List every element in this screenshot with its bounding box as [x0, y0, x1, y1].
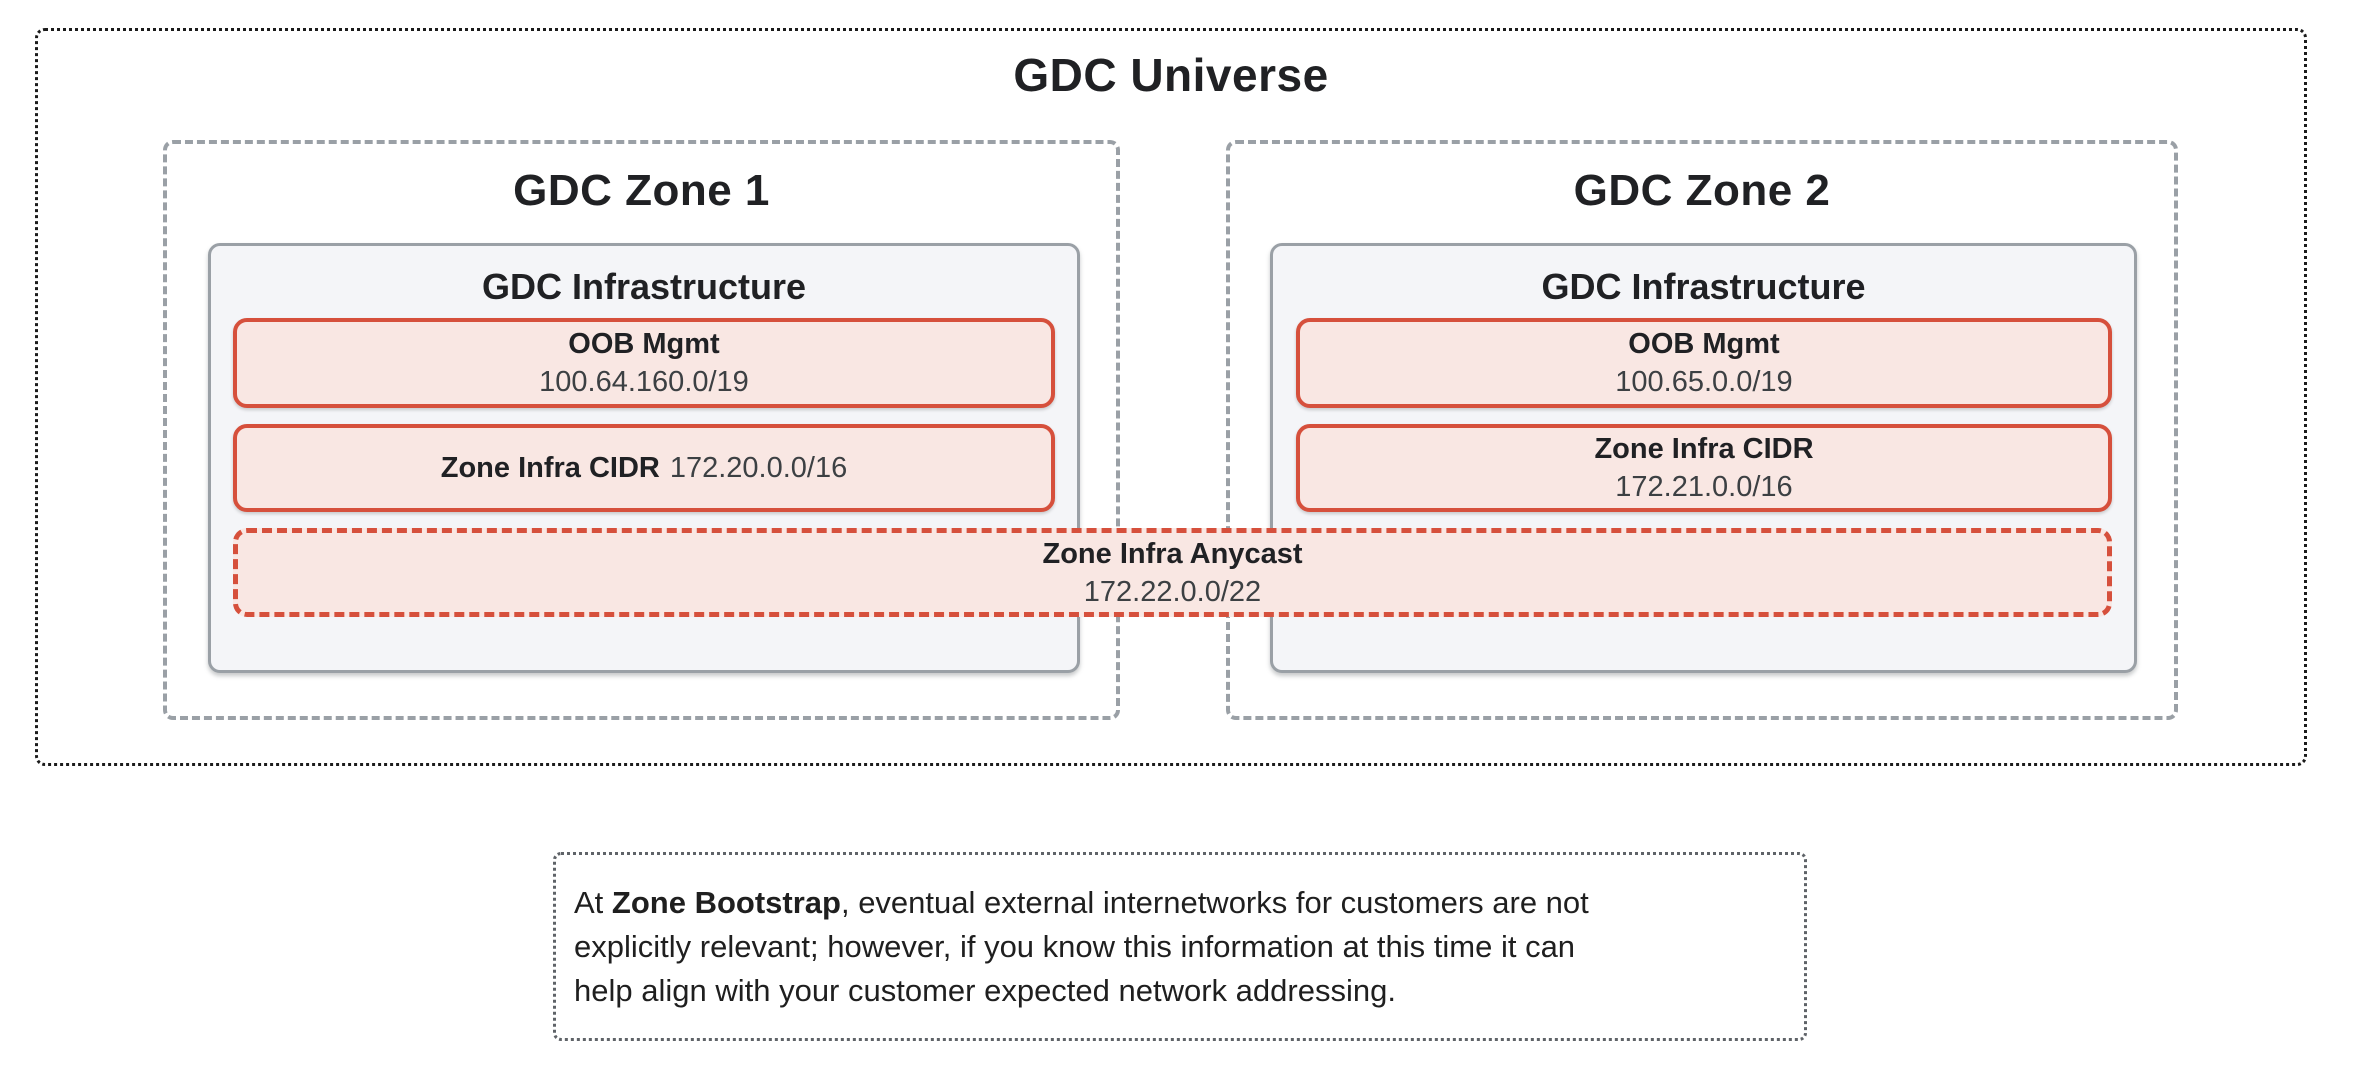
zone-1-oob-mgmt-box: OOB Mgmt 100.64.160.0/19	[233, 318, 1055, 408]
note-line-2: explicitly relevant; however, if you kno…	[574, 929, 1576, 964]
note-bold-zone-bootstrap: Zone Bootstrap	[611, 885, 841, 920]
zone-2-infra-cidr-label: Zone Infra CIDR	[1594, 433, 1814, 465]
zone-1-infrastructure-title: GDC Infrastructure	[481, 266, 807, 307]
zone-2-oob-mgmt-cidr: 100.65.0.0/19	[1615, 366, 1793, 398]
zone-1-infra-cidr-value: 172.20.0.0/16	[669, 452, 848, 484]
gdc-universe-title: GDC Universe	[1013, 49, 1329, 101]
zone-2-infra-cidr-value: 172.21.0.0/16	[1615, 471, 1793, 503]
zone-1-oob-mgmt-label: OOB Mgmt	[568, 328, 720, 360]
note-line-1-rest: , eventual external internetworks for cu…	[840, 885, 1589, 920]
zone-bootstrap-note-box: At Zone Bootstrap, eventual external int…	[553, 852, 1807, 1041]
gdc-zone-2-box	[1226, 140, 2178, 720]
zone-1-infra-cidr-box: Zone Infra CIDR 172.20.0.0/16	[233, 424, 1055, 512]
zone-infra-anycast-cidr: 172.22.0.0/22	[1083, 575, 1262, 608]
gdc-zone-1-box	[163, 140, 1120, 720]
gdc-zone-1-title: GDC Zone 1	[513, 166, 770, 215]
zone-2-infrastructure-title: GDC Infrastructure	[1541, 266, 1866, 307]
zone-infra-anycast-box: Zone Infra Anycast 172.22.0.0/22	[233, 528, 2112, 617]
zone-2-oob-mgmt-label: OOB Mgmt	[1628, 328, 1780, 360]
zone-2-oob-mgmt-box: OOB Mgmt 100.65.0.0/19	[1296, 318, 2112, 408]
note-line-3: help align with your customer expected n…	[574, 973, 1396, 1008]
zone-2-infra-cidr-box: Zone Infra CIDR 172.21.0.0/16	[1296, 424, 2112, 512]
gdc-zone-2-title: GDC Zone 2	[1573, 166, 1831, 215]
note-line-1-prefix: At	[574, 885, 612, 920]
note-line-1: At Zone Bootstrap, eventual external int…	[574, 881, 1786, 925]
zone-1-oob-mgmt-cidr: 100.64.160.0/19	[539, 366, 749, 398]
zone-1-infra-cidr-label: Zone Infra CIDR	[440, 452, 660, 484]
zone-infra-anycast-label: Zone Infra Anycast	[1042, 537, 1303, 570]
